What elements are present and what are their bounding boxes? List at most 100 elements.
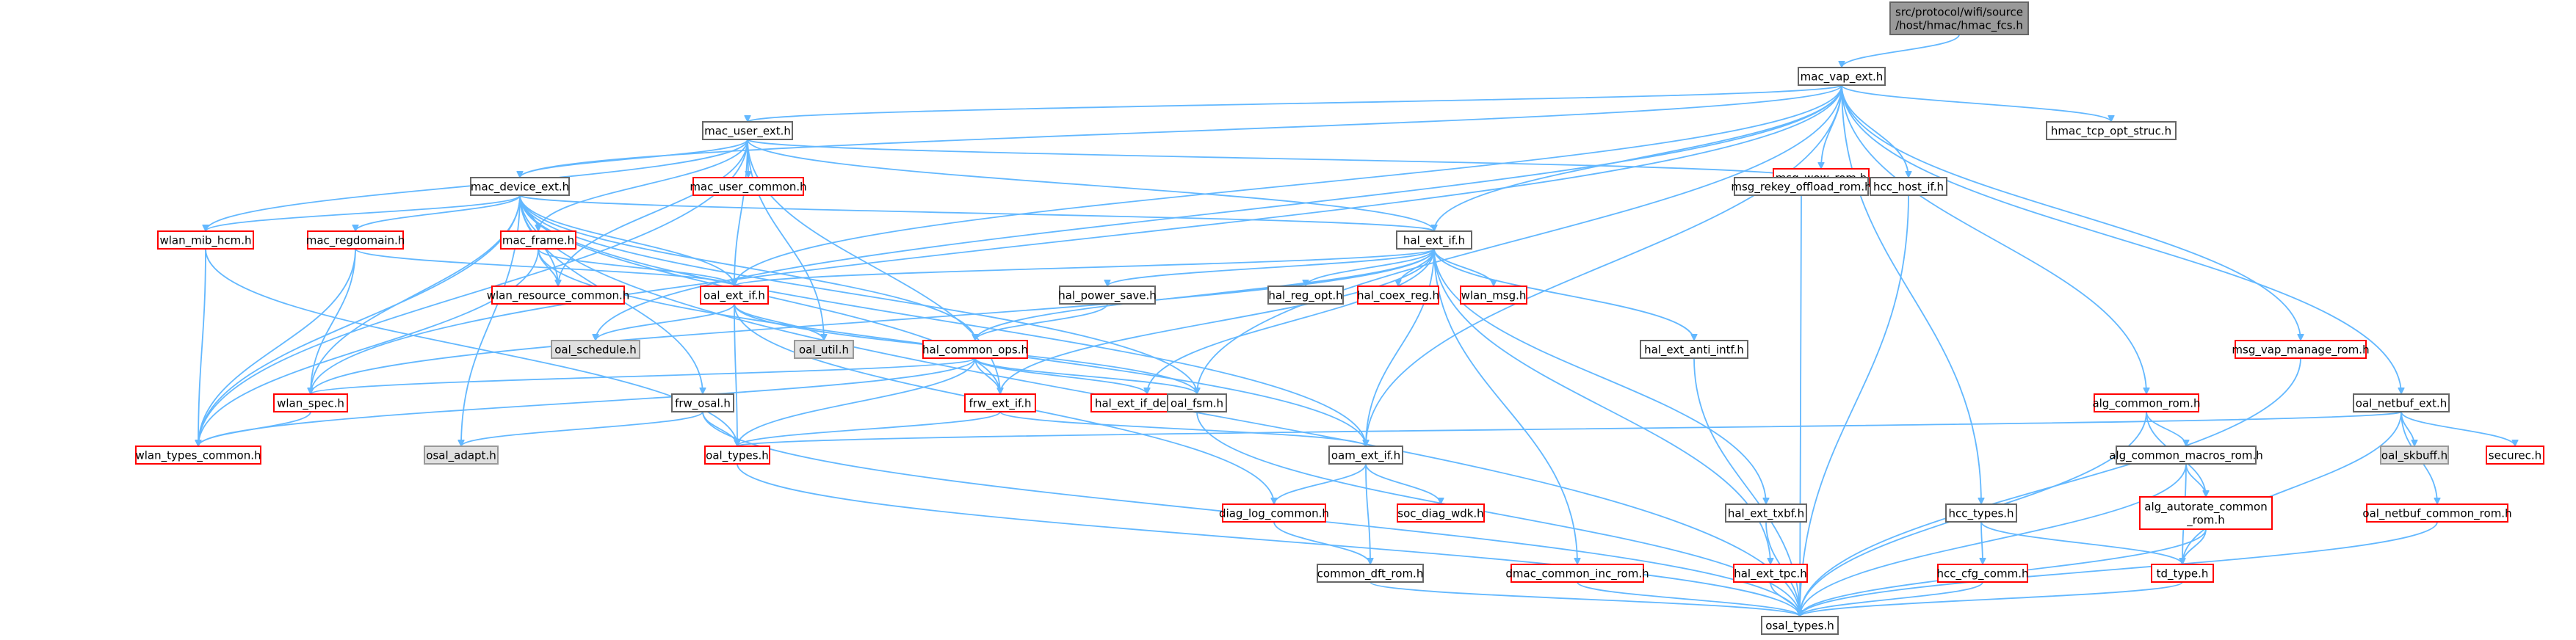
edge-mac_vap_ext-to-oal_fsm: [1197, 84, 1842, 394]
node-hmac-tcp-opt-struc[interactable]: hmac_tcp_opt_struc.h: [2046, 121, 2177, 140]
node-msg-rekey-offload-rom[interactable]: msg_rekey_offload_rom.h: [1731, 177, 1872, 196]
edge-oal_netbuf_ext-to-oal_types: [737, 411, 2402, 447]
edge-msg_rekey_offload_rom-to-osal_types: [1800, 194, 1801, 617]
edge-oal_ext_if-to-oal_schedule: [596, 303, 735, 341]
node-label: hal_power_save.h: [1058, 289, 1157, 303]
node-label: alg_autorate_common: [2144, 501, 2267, 514]
node-oal-ext-if[interactable]: oal_ext_if.h: [700, 286, 769, 305]
edge-mac_user_ext-to-hal_ext_if: [747, 139, 1434, 232]
node-label: hcc_types.h: [1948, 507, 2014, 521]
node-oal-netbuf-common-rom[interactable]: oal_netbuf_common_rom.h: [2362, 503, 2512, 523]
edge-alg_autorate_common_rom-to-td_type: [2182, 528, 2207, 565]
node-box: [135, 446, 261, 465]
node-osal-types[interactable]: osal_types.h: [1761, 616, 1839, 635]
node-wlan-spec[interactable]: wlan_spec.h: [273, 393, 348, 412]
node-td-type[interactable]: td_type.h: [2151, 564, 2214, 583]
node-box: [491, 286, 625, 305]
node-label: hcc_host_if.h: [1873, 181, 1944, 194]
node-hal-coex-reg[interactable]: hal_coex_reg.h: [1357, 286, 1439, 305]
node-label: oal_util.h: [799, 343, 849, 357]
node-soc-diag-wdk[interactable]: soc_diag_wdk.h: [1397, 503, 1485, 523]
node-box: [702, 121, 793, 140]
node-wlan-msg[interactable]: wlan_msg.h: [1460, 286, 1527, 305]
node-label: wlan_spec.h: [277, 397, 344, 411]
node-hcc-host-if[interactable]: hcc_host_if.h: [1870, 177, 1947, 196]
node-wlan-types-common[interactable]: wlan_types_common.h: [135, 446, 261, 465]
node-box: [2486, 446, 2544, 465]
edge-mac_user_ext-to-msg_rekey_offload_rom: [747, 139, 1801, 178]
node-box: [307, 230, 404, 250]
node-hal-reg-opt[interactable]: hal_reg_opt.h: [1267, 286, 1344, 305]
node-hal-ext-tpc[interactable]: hal_ext_tpc.h: [1733, 564, 1808, 583]
edge-hal_ext_if-to-hal_reg_opt: [1306, 248, 1435, 287]
node-hal-power-save[interactable]: hal_power_save.h: [1058, 286, 1157, 305]
node-oal-schedule[interactable]: oal_schedule.h: [551, 340, 640, 359]
node-wlan-resource-common[interactable]: wlan_resource_common.h: [487, 286, 630, 305]
node-hcc-types[interactable]: hcc_types.h: [1945, 503, 2017, 523]
edge-mac_user_ext-to-wlan_resource_common: [558, 139, 748, 286]
node-label: oal_skbuff.h: [2381, 449, 2447, 463]
node-box: [2353, 393, 2450, 412]
node-box: [1734, 177, 1869, 196]
node-box: [1396, 230, 1472, 250]
node-hal-common-ops[interactable]: hal_common_ops.h: [922, 340, 1028, 359]
node-box: [671, 393, 734, 412]
node-mac-device-ext[interactable]: mac_device_ext.h: [470, 177, 570, 196]
node-mac-vap-ext[interactable]: mac_vap_ext.h: [1798, 67, 1886, 86]
node-label: hal_ext_txbf.h: [1728, 507, 1804, 521]
node-label: oal_ext_if.h: [703, 289, 765, 303]
node-oam-ext-if[interactable]: oam_ext_if.h: [1328, 446, 1403, 465]
node-oal-types[interactable]: oal_types.h: [704, 446, 770, 465]
node-hal-ext-txbf[interactable]: hal_ext_txbf.h: [1725, 503, 1807, 523]
edge-hal_ext_if-to-dmac_common_inc_rom: [1433, 248, 1577, 564]
node-osal-adapt[interactable]: osal_adapt.h: [424, 446, 499, 465]
node-label: hmac_tcp_opt_struc.h: [2051, 125, 2171, 139]
node-msg-vap-manage-rom[interactable]: msg_vap_manage_rom.h: [2232, 340, 2370, 359]
node-diag-log-common[interactable]: diag_log_common.h: [1219, 503, 1329, 523]
node-label: _rom.h: [2186, 514, 2224, 528]
edge-hal_ext_if-to-hal_ext_txbf: [1433, 248, 1766, 504]
node-label: soc_diag_wdk.h: [1397, 507, 1483, 521]
edge-diag_log_common-to-common_dft_rom: [1273, 521, 1370, 565]
edge-mac_vap_ext-to-oal_schedule: [596, 84, 1842, 341]
node-common-dft-rom[interactable]: common_dft_rom.h: [1317, 564, 1424, 583]
edge-mac_vap_ext-to-hcc_host_if: [1841, 84, 1909, 178]
node-oal-netbuf-ext[interactable]: oal_netbuf_ext.h: [2353, 393, 2450, 412]
node-oal-skbuff[interactable]: oal_skbuff.h: [2380, 446, 2449, 465]
edge-mac_frame-to-wlan_types_common: [198, 248, 539, 446]
edge-mac_vap_ext-to-mac_user_ext: [748, 84, 1842, 123]
edge-mac_regdomain-to-wlan_spec: [311, 248, 356, 394]
node-wlan-mib-hcm[interactable]: wlan_mib_hcm.h: [157, 230, 254, 250]
node-hal-ext-anti-intf[interactable]: hal_ext_anti_intf.h: [1640, 340, 1748, 359]
nodes-layer: src/protocol/wifi/source/host/hmac/hmac_…: [135, 1, 2544, 635]
node-frw-ext-if[interactable]: frw_ext_if.h: [964, 393, 1036, 412]
node-mac-frame[interactable]: mac_frame.h: [500, 230, 576, 250]
node-alg-common-rom[interactable]: alg_common_rom.h: [2092, 393, 2201, 412]
node-alg-autorate-common-rom[interactable]: alg_autorate_common_rom.h: [2139, 496, 2273, 530]
node-box: [1357, 286, 1439, 305]
node-oal-util[interactable]: oal_util.h: [794, 340, 854, 359]
edge-hal_ext_if-to-frw_ext_if: [1000, 248, 1435, 394]
node-oal-fsm[interactable]: oal_fsm.h: [1167, 393, 1227, 412]
node-label: mac_vap_ext.h: [1801, 70, 1884, 84]
node-mac-user-ext[interactable]: mac_user_ext.h: [702, 121, 793, 140]
edge-hal_ext_if-to-wlan_msg: [1433, 248, 1494, 287]
node-box: [551, 340, 640, 359]
edge-mac_vap_ext-to-hal_ext_if: [1434, 84, 1842, 231]
node-mac-user-common[interactable]: mac_user_common.h: [690, 177, 807, 196]
node-label: alg_common_rom.h: [2092, 397, 2200, 411]
node-securec[interactable]: securec.h: [2486, 446, 2544, 465]
node-label: mac_regdomain.h: [306, 234, 405, 248]
node-alg-common-macros-rom[interactable]: alg_common_macros_rom.h: [2109, 446, 2263, 465]
node-box: [424, 446, 499, 465]
edge-mac_vap_ext-to-mac_device_ext: [520, 84, 1842, 178]
node-mac-regdomain[interactable]: mac_regdomain.h: [306, 230, 405, 250]
node-hcc-cfg-comm[interactable]: hcc_cfg_comm.h: [1937, 564, 2029, 583]
node-dmac-common-inc-rom[interactable]: dmac_common_inc_rom.h: [1505, 564, 1649, 583]
node-frw-osal[interactable]: frw_osal.h: [671, 393, 734, 412]
edge-oam_ext_if-to-soc_diag_wdk: [1365, 463, 1441, 505]
edge-hcc_cfg_comm-to-osal_types: [1800, 581, 1983, 617]
node-label: msg_vap_manage_rom.h: [2232, 343, 2369, 357]
node-hal-ext-if[interactable]: hal_ext_if.h: [1396, 230, 1472, 250]
edge-frw_ext_if-to-oam_ext_if: [999, 411, 1366, 447]
